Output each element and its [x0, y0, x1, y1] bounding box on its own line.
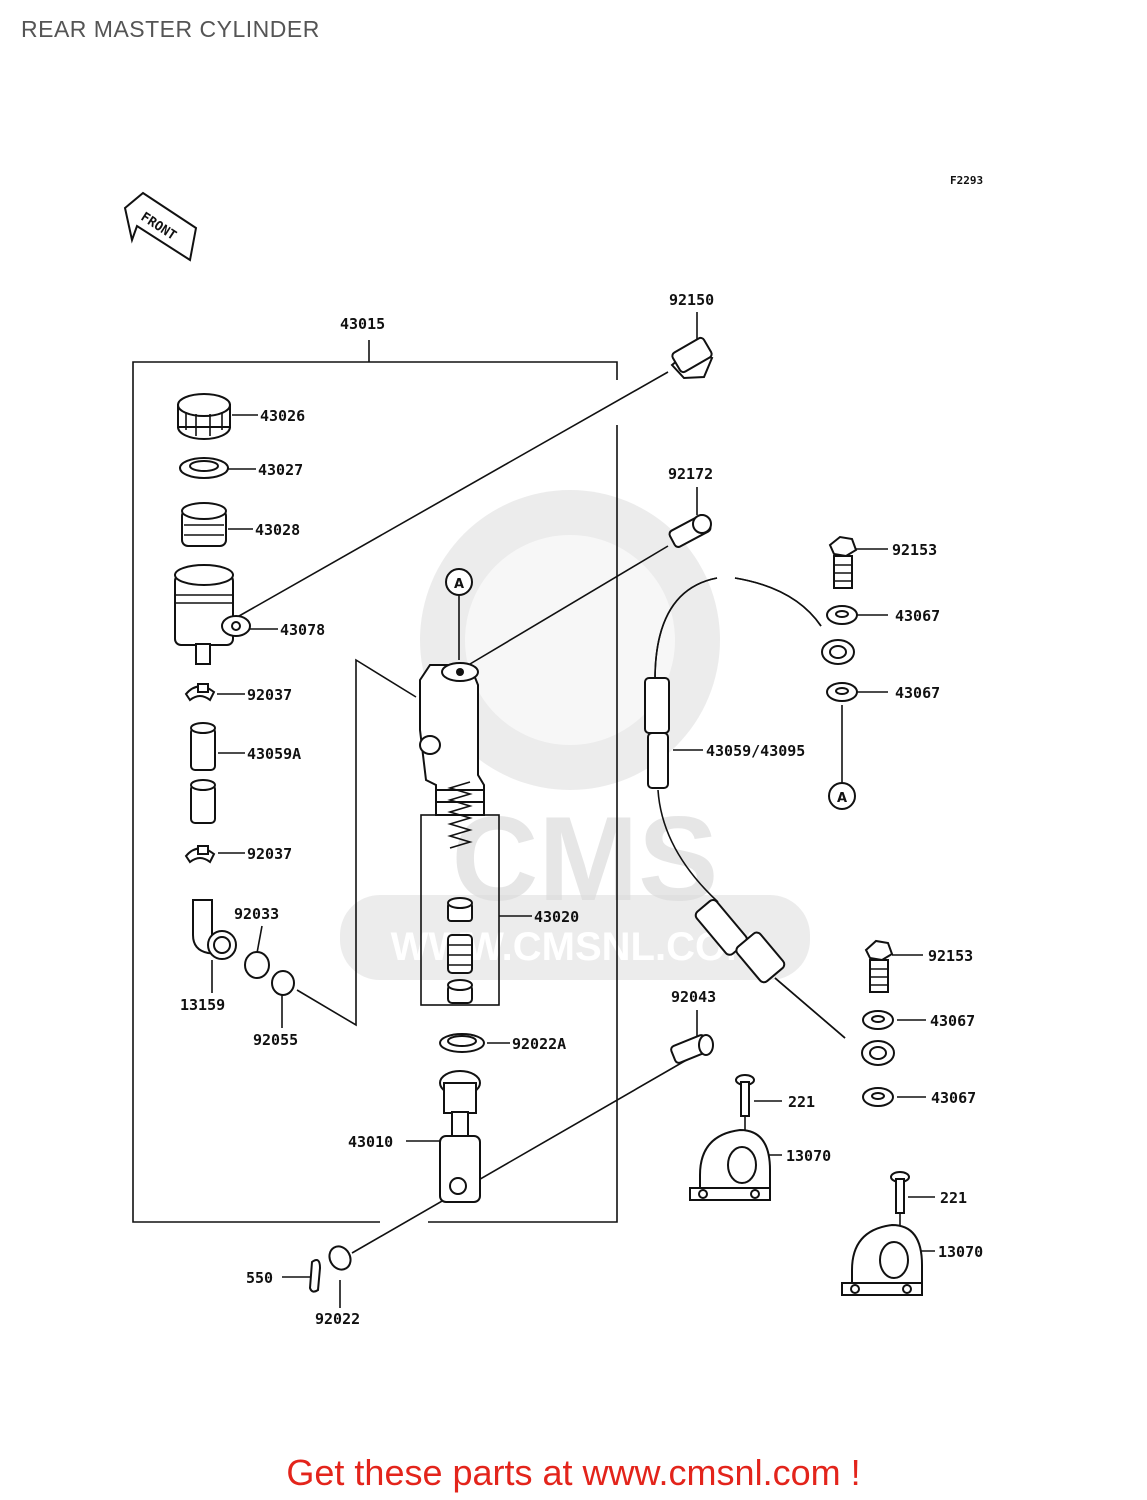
push-rod-43010: [439, 1070, 481, 1203]
label-43026: 43026: [260, 407, 305, 425]
label-92043: 92043: [671, 988, 716, 1006]
label-43028: 43028: [255, 521, 300, 539]
label-550: 550: [246, 1269, 273, 1287]
brake-hose-43059-43095: [644, 577, 895, 1066]
label-92153-top: 92153: [892, 541, 937, 559]
label-221-b: 221: [940, 1189, 967, 1207]
label-92022: 92022: [315, 1310, 360, 1328]
label-13159: 13159: [180, 996, 225, 1014]
master-cylinder-body: [419, 662, 485, 816]
banjo-bolt-92150: [670, 336, 714, 380]
label-43067-a: 43067: [895, 607, 940, 625]
snap-ring-92033: [244, 951, 270, 979]
hose-guide-13070-a: [689, 1128, 771, 1201]
label-92037-bottom: 92037: [247, 845, 292, 863]
gasket-43067-d: [862, 1087, 894, 1107]
label-92150: 92150: [669, 291, 714, 309]
clevis-pin-92043: [670, 1034, 714, 1064]
cotter-pin-550: [308, 1259, 322, 1293]
label-43067-b: 43067: [895, 684, 940, 702]
label-92055: 92055: [253, 1031, 298, 1049]
gasket-43067-a: [826, 605, 858, 625]
washer-92022: [328, 1245, 352, 1271]
label-92033: 92033: [234, 905, 279, 923]
reservoir-hose-43059a: [190, 722, 216, 824]
label-13070-a: 13070: [786, 1147, 831, 1165]
cmsnl-watermark: CMS WWW.CMSNL.COM: [340, 490, 810, 980]
gasket-43067-c: [862, 1010, 894, 1030]
diaphragm-43028: [181, 502, 227, 547]
assembly-bracket-43015: [132, 340, 618, 1223]
label-92037-top: 92037: [247, 686, 292, 704]
watermark-logo: CMS: [452, 792, 719, 926]
label-43067-c: 43067: [930, 1012, 975, 1030]
label-43059a: 43059A: [247, 745, 301, 763]
label-43067-d: 43067: [931, 1089, 976, 1107]
label-43059-43095: 43059/43095: [706, 742, 805, 760]
bolt-92172: [668, 514, 712, 548]
callout-a-hose: A: [828, 782, 856, 810]
banjo-bolt-92153-top: [828, 535, 858, 589]
label-13070-b: 13070: [938, 1243, 983, 1261]
page-title: REAR MASTER CYLINDER: [21, 16, 320, 42]
front-arrow-icon: FRONT: [123, 191, 198, 262]
hose-clamp-92037-bottom: [184, 845, 216, 864]
figure-id: F2293: [950, 174, 983, 187]
gasket-43067-b: [826, 682, 858, 702]
diaphragm-plate-43027: [179, 457, 229, 479]
screw-221-a: [735, 1074, 755, 1117]
screw-221-b: [890, 1171, 910, 1214]
label-92153-bottom: 92153: [928, 947, 973, 965]
reservoir-43078: [174, 564, 251, 665]
label-92172: 92172: [668, 465, 713, 483]
callout-a-label-2: A: [837, 791, 847, 806]
elbow-fitting-13159: [192, 899, 237, 960]
label-43027: 43027: [258, 461, 303, 479]
part-labels: 43015 92150 92172 43026 43027 43028 4307…: [180, 291, 983, 1328]
label-43078: 43078: [280, 621, 325, 639]
label-43010: 43010: [348, 1133, 393, 1151]
hose-clamp-92037-top: [184, 683, 216, 702]
o-ring-92055: [271, 970, 295, 996]
piston-kit-43020: [447, 781, 473, 1004]
callout-a-cylinder: A: [445, 568, 473, 660]
callout-a-label-1: A: [454, 577, 464, 592]
label-43015: 43015: [340, 315, 385, 333]
label-221-a: 221: [788, 1093, 815, 1111]
circlip-92022a: [439, 1033, 485, 1053]
banjo-bolt-92153-bottom: [864, 939, 894, 993]
reservoir-cap-43026: [177, 393, 231, 440]
label-43020: 43020: [534, 908, 579, 926]
hose-guide-13070-b: [841, 1223, 923, 1296]
label-92022a: 92022A: [512, 1035, 566, 1053]
watermark-url: WWW.CMSNL.COM: [391, 925, 760, 969]
promo-link[interactable]: Get these parts at www.cmsnl.com !: [286, 1452, 861, 1493]
